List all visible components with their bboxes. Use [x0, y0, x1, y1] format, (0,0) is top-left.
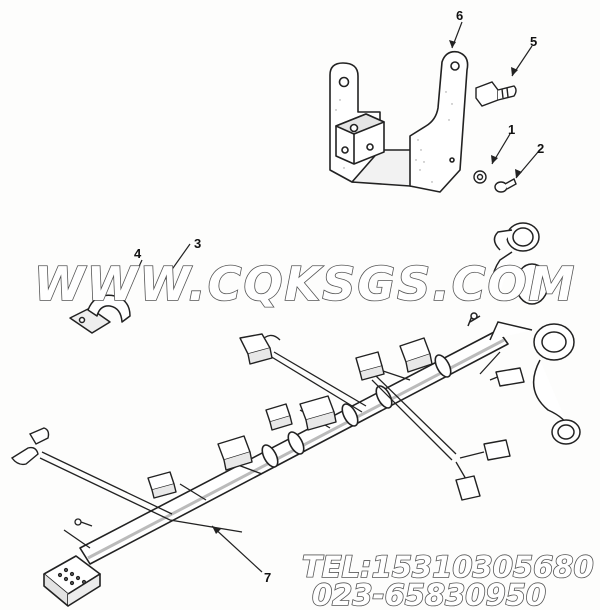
callout-6: 6	[456, 8, 463, 23]
small-bolt	[74, 518, 93, 527]
bracket-shading	[335, 91, 453, 183]
washer-part-1	[473, 170, 487, 184]
callout-5: 5	[530, 34, 537, 49]
callout-arrowheads	[212, 40, 522, 534]
small-connectors	[147, 333, 525, 501]
callout-2: 2	[537, 141, 544, 156]
watermark-phone: 023-65830950	[312, 578, 546, 610]
callout-leaders	[127, 21, 539, 573]
watermark-tel: TEL:15310305680	[302, 550, 594, 584]
screw-part-2	[494, 178, 517, 193]
callout-4: 4	[134, 246, 142, 261]
round-connectors	[467, 222, 581, 445]
bolt-part-5	[475, 81, 517, 107]
callout-7: 7	[264, 570, 271, 585]
bracket-part-6	[329, 50, 469, 193]
harness-part-7	[43, 329, 509, 607]
callout-1: 1	[508, 122, 515, 137]
callout-3: 3	[194, 236, 201, 251]
clamp-part-4	[69, 294, 131, 334]
watermark-site: WWW.CQKSGS.COM	[34, 257, 576, 311]
elbow-connectors	[10, 427, 50, 466]
